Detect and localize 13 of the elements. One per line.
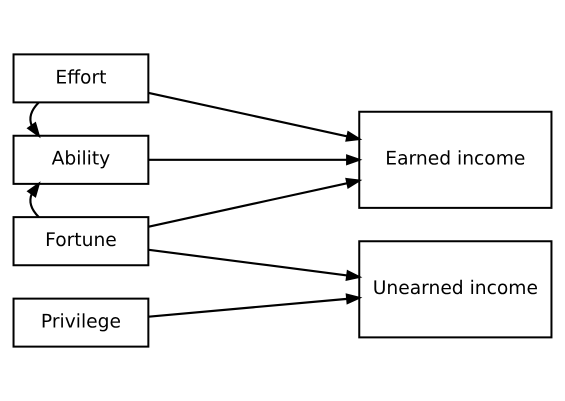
arrow: [148, 293, 362, 318]
arrow: [26, 181, 41, 218]
node-box: Privilege: [12, 298, 150, 348]
node-box: Earned income: [358, 110, 552, 209]
arrow: [148, 154, 362, 166]
arrow: [26, 102, 41, 138]
arrow: [148, 248, 362, 281]
arrow: [148, 92, 362, 142]
node-box: Effort: [12, 53, 150, 104]
arrow: [148, 178, 362, 228]
node-box: Ability: [12, 134, 150, 185]
node-box: Fortune: [12, 216, 150, 266]
node-box: Unearned income: [358, 240, 552, 338]
